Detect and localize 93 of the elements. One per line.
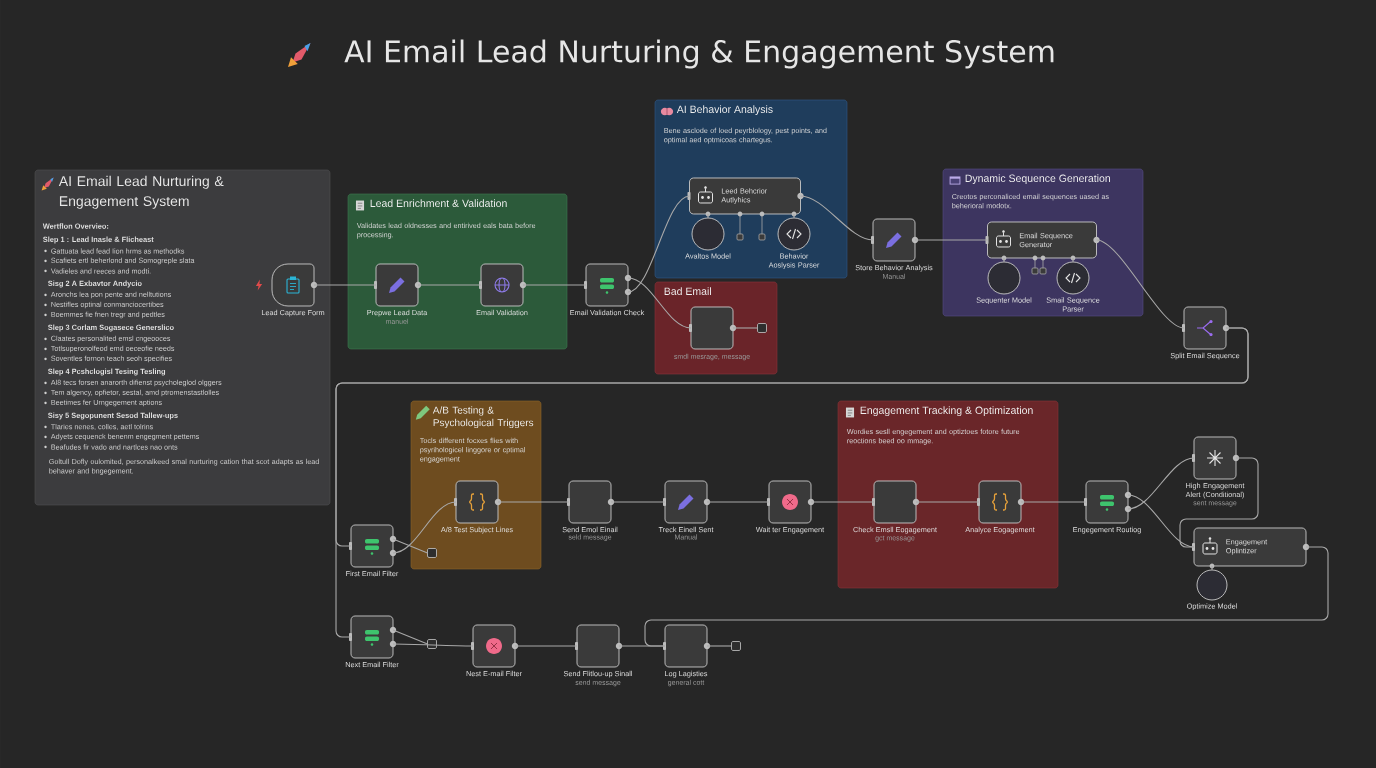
connector xyxy=(1211,565,1213,571)
pencil-icon xyxy=(415,405,430,420)
connector xyxy=(732,327,759,329)
connector xyxy=(914,239,989,241)
connector xyxy=(799,195,874,241)
connector xyxy=(313,284,377,286)
connector xyxy=(627,277,692,329)
connector xyxy=(618,645,666,647)
connector xyxy=(706,501,770,503)
note-heading: AI Email Lead Nurturing & Engagement System xyxy=(58,175,224,209)
workflow-node xyxy=(663,624,711,668)
switch-icon xyxy=(1100,495,1114,511)
workflow-node xyxy=(479,263,527,307)
braces-icon xyxy=(992,493,1008,511)
agent-node xyxy=(687,177,804,217)
connector xyxy=(915,501,980,503)
workflow-node xyxy=(454,480,502,524)
connector xyxy=(1127,457,1195,510)
connector xyxy=(707,213,709,219)
disc-icon xyxy=(486,638,502,654)
group-title: Engagement Tracking & Optimization xyxy=(860,406,1033,417)
connector xyxy=(417,284,482,286)
connector xyxy=(706,645,733,647)
group-title: A/B Testing & Psychological Triggers xyxy=(432,406,534,429)
workflow-node xyxy=(977,480,1025,524)
switch-icon xyxy=(600,278,614,294)
robot-icon xyxy=(996,230,1011,248)
workflow-node xyxy=(689,306,737,350)
brain-icon xyxy=(660,107,674,116)
workflow-node xyxy=(374,263,422,307)
workflow-node xyxy=(1182,306,1230,350)
connector xyxy=(392,643,474,647)
workflow-node xyxy=(575,624,623,668)
sticky-note xyxy=(34,169,331,506)
sub-node-circle xyxy=(1056,261,1090,295)
diagram-title: AI Email Lead Nurturing & Engagement System xyxy=(344,39,1054,69)
workflow-node xyxy=(349,524,397,568)
notebook-icon xyxy=(845,407,855,418)
sub-node-circle xyxy=(691,217,725,251)
agent-node xyxy=(985,221,1100,261)
pencil-icon xyxy=(678,494,694,510)
workflow-node xyxy=(872,480,920,524)
workflow-node xyxy=(663,480,711,524)
workflow-node xyxy=(1084,480,1132,524)
group-panel xyxy=(410,400,542,570)
workflow-node xyxy=(1192,436,1240,480)
pencil-icon xyxy=(389,277,405,293)
code-icon xyxy=(1065,272,1081,284)
split-icon xyxy=(1196,319,1213,337)
connector xyxy=(522,284,587,286)
globe-icon xyxy=(494,277,510,293)
switch-icon xyxy=(365,539,379,555)
sub-node-circle xyxy=(1196,569,1228,601)
robot-icon xyxy=(698,186,713,204)
asterisk-icon xyxy=(1206,449,1224,467)
workflow-node xyxy=(349,615,397,659)
sub-node-circle xyxy=(987,261,1021,295)
rocket-icon xyxy=(41,177,54,191)
braces-icon xyxy=(469,493,485,511)
connector xyxy=(627,195,691,293)
connector xyxy=(810,501,875,503)
connector xyxy=(793,213,795,219)
workflow-node xyxy=(567,480,615,524)
connector xyxy=(1179,457,1259,548)
code-icon xyxy=(786,228,802,240)
connector xyxy=(392,538,429,554)
pencil-icon xyxy=(886,232,902,248)
connector xyxy=(1020,501,1087,503)
connector xyxy=(335,327,1249,638)
connector xyxy=(1072,257,1074,263)
agent-node xyxy=(1192,527,1310,569)
sub-node-circle xyxy=(777,217,811,251)
connector xyxy=(1003,257,1005,263)
connector xyxy=(497,501,570,503)
group-title: Dynamic Sequence Generation xyxy=(965,174,1110,185)
group-title: Lead Enrichment & Validation xyxy=(370,199,507,207)
window-icon xyxy=(949,176,961,185)
form-icon xyxy=(286,276,300,294)
robot-icon xyxy=(1202,537,1218,555)
connector xyxy=(610,501,666,503)
connector xyxy=(392,501,457,554)
switch-icon xyxy=(365,630,379,646)
connector xyxy=(514,645,578,647)
connector xyxy=(1095,239,1185,329)
connector xyxy=(392,629,429,645)
group-title: Bad Email xyxy=(664,287,711,295)
workflow-node xyxy=(584,263,632,307)
disc-icon xyxy=(782,494,798,510)
connector xyxy=(644,546,1329,647)
group-panel xyxy=(837,400,1059,589)
notebook-icon xyxy=(355,200,365,211)
workflow-node xyxy=(871,218,919,262)
group-title: AI Behavior Analysis xyxy=(676,105,773,116)
